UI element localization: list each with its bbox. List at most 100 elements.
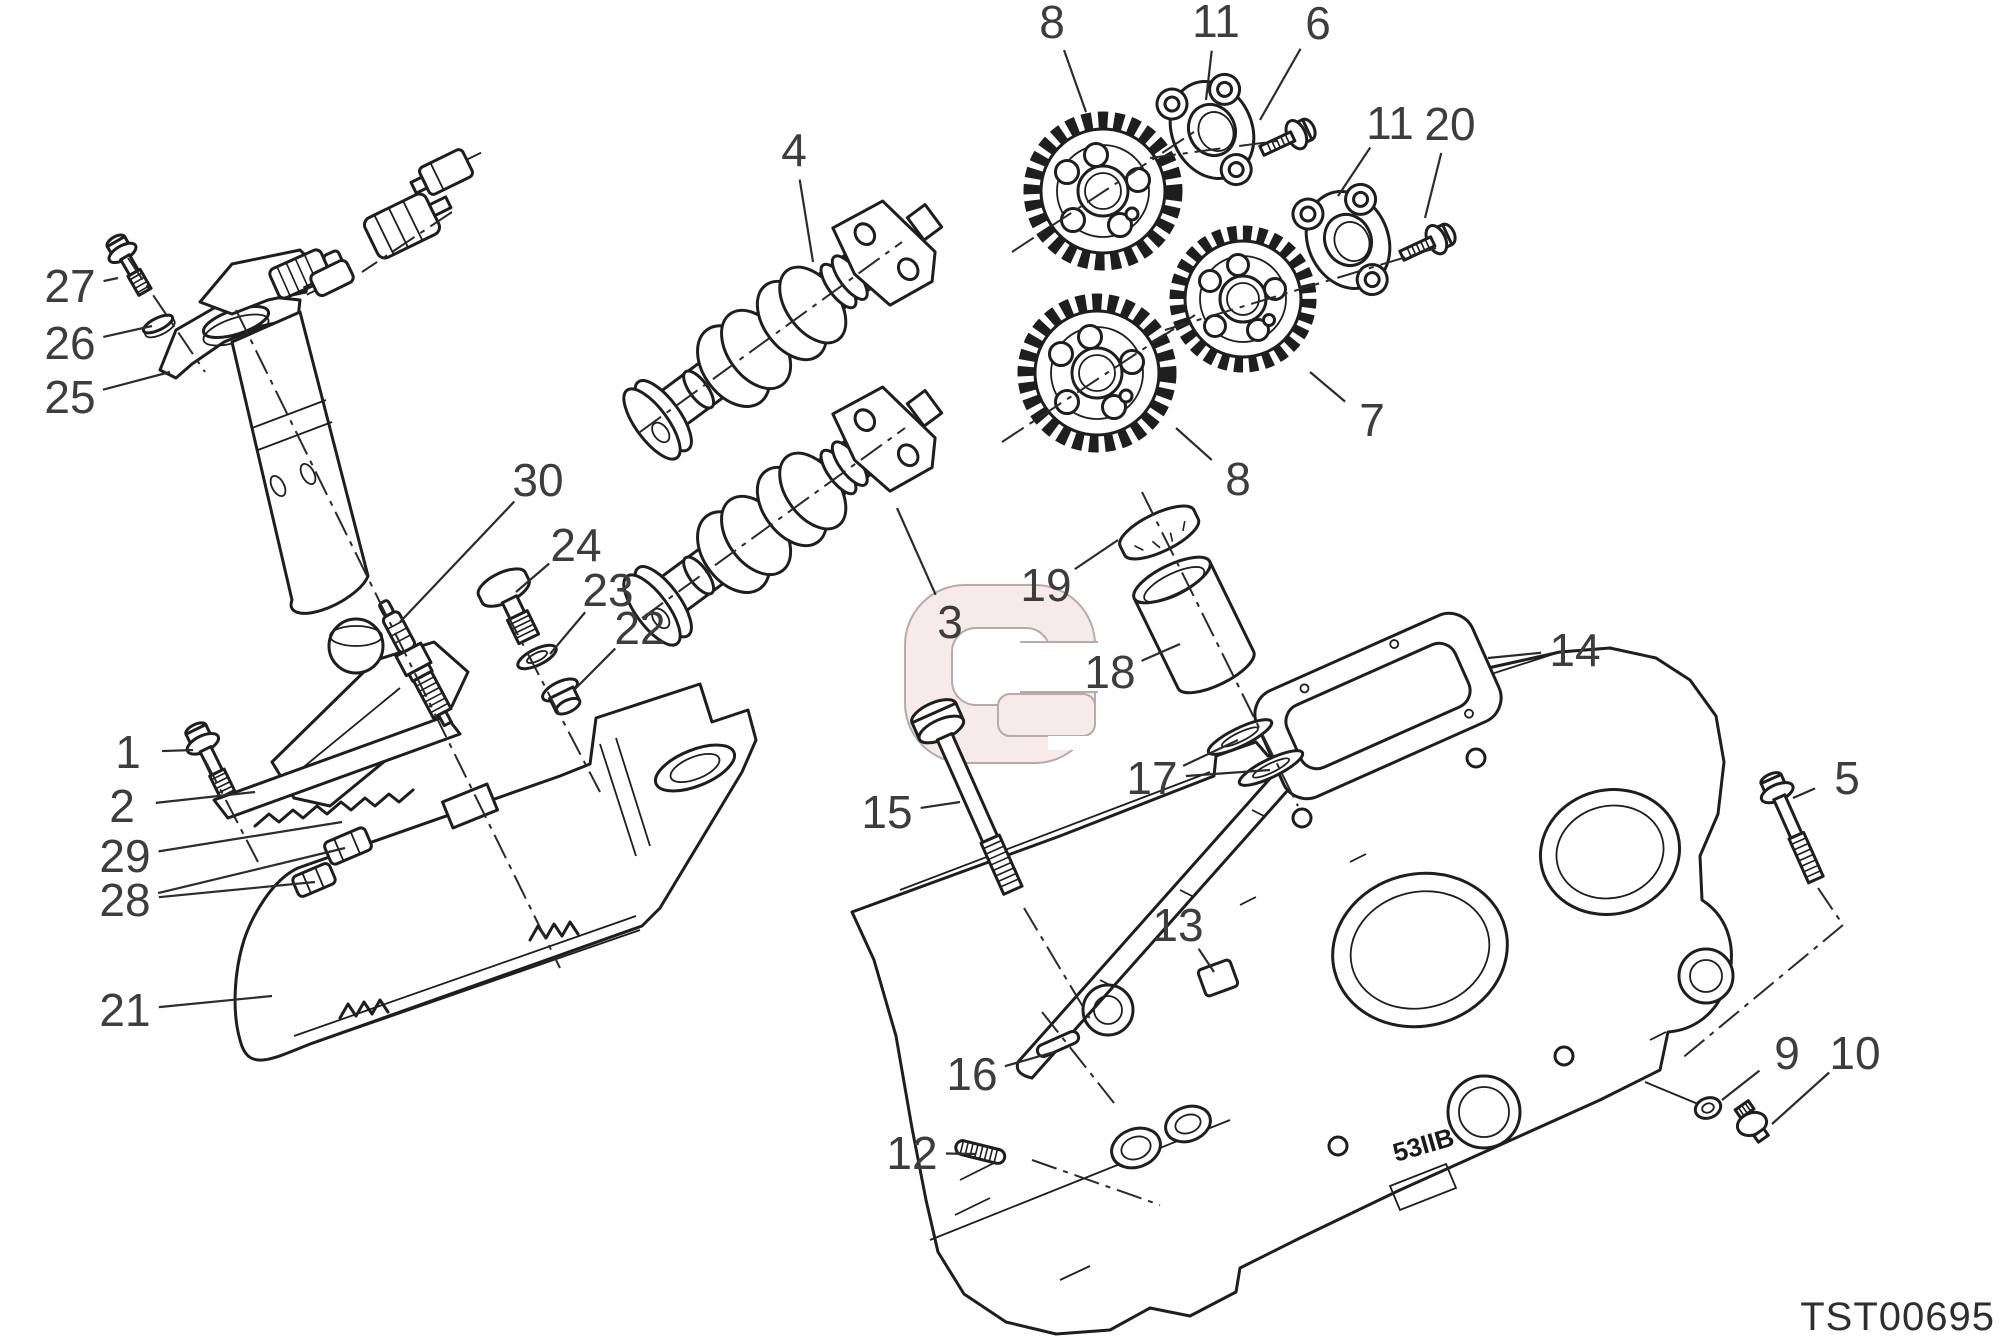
callout-leader-13 [1197, 948, 1215, 973]
shoulder-bolt [476, 567, 541, 646]
callout-leader-23 [549, 611, 587, 655]
callout-number-26: 26 [44, 317, 95, 369]
retainer-screw [1398, 222, 1457, 262]
callout-leader-5 [1792, 787, 1816, 800]
callout-leader-14 [1487, 651, 1542, 660]
retainer-screw [1258, 117, 1317, 157]
callout-number-12: 12 [886, 1127, 937, 1179]
callout-number-7: 7 [1359, 394, 1385, 446]
callout-number-21: 21 [99, 984, 150, 1036]
driven-gear [1169, 225, 1317, 373]
callout-number-19: 19 [1020, 559, 1071, 611]
spring-strip [253, 788, 415, 828]
callout-number-23: 23 [582, 564, 633, 616]
callout-leader-2 [155, 790, 256, 804]
coil-washer [141, 313, 176, 339]
callout-number-8: 8 [1225, 453, 1251, 505]
callout-leader-26 [103, 324, 153, 338]
callout-leader-28 [158, 880, 316, 899]
callout-leader-15 [920, 800, 961, 810]
callout-number-5: 5 [1834, 752, 1860, 804]
square-nut [1196, 958, 1240, 998]
gear-retainer-plate [1155, 72, 1256, 187]
callout-leader-29 [158, 820, 343, 853]
cover-bolt [184, 721, 237, 800]
callout-number-10: 10 [1829, 1027, 1880, 1079]
callout-number-11: 11 [1192, 0, 1240, 47]
leader-lines-layer [102, 48, 1830, 1156]
assembly-axis-line [204, 759, 259, 863]
assembly-axis-line [1031, 1159, 1161, 1206]
threaded-stud [954, 1139, 1007, 1165]
centerlines-layer [127, 127, 1844, 1206]
assembly-axis-line [1149, 139, 1285, 159]
callout-leader-22 [573, 647, 616, 691]
callout-number-18: 18 [1084, 646, 1135, 698]
callout-number-25: 25 [44, 371, 95, 423]
callout-number-30: 30 [512, 454, 563, 506]
temperature-sensor [1733, 1099, 1770, 1144]
coil-bolt [105, 233, 153, 297]
callout-leader-8 [1062, 49, 1088, 113]
assembly-axis-line [1023, 907, 1093, 1023]
callout-leader-6 [1259, 48, 1302, 121]
assembly-axis-line [1001, 314, 1196, 443]
callout-number-24: 24 [550, 519, 601, 571]
spacer-bush [541, 677, 582, 716]
rubber-pad [323, 826, 373, 866]
ignition-coil [158, 248, 370, 615]
assembly-axis-line [639, 241, 903, 433]
assembly-axis-line [235, 309, 561, 969]
head-stud-bolt [910, 698, 1024, 896]
callout-number-4: 4 [781, 124, 807, 176]
callout-leader-17 [1185, 768, 1271, 778]
callout-number-15: 15 [861, 786, 912, 838]
callout-number-16: 16 [946, 1048, 997, 1100]
callout-number-6: 6 [1305, 0, 1331, 49]
callout-number-17: 17 [1126, 752, 1177, 804]
flange-bolt [1759, 771, 1825, 885]
callout-leader-11 [1204, 50, 1213, 101]
valve-shim [1118, 504, 1201, 561]
callout-number-28: 28 [99, 874, 150, 926]
assembly-axis-line [1164, 247, 1437, 331]
timing-gear-upper [1023, 111, 1183, 271]
assembly-axis-line [1817, 887, 1844, 926]
callout-number-29: 29 [99, 830, 150, 882]
callout-leader-1 [161, 748, 194, 753]
assembly-axis-line [361, 211, 453, 273]
callout-leader-18 [1141, 642, 1181, 662]
callout-number-14: 14 [1549, 624, 1600, 676]
coil-connector [302, 148, 482, 298]
callout-leader-4 [798, 179, 815, 263]
cover-gasket-strip [212, 714, 462, 820]
cylinder-head: 53IIB [850, 646, 1735, 1336]
callout-number-22: 22 [614, 602, 665, 654]
callout-number-27: 27 [44, 260, 95, 312]
callout-leader-25 [102, 370, 171, 391]
callout-leader-10 [1771, 1071, 1830, 1125]
dowel-pin [1035, 1029, 1081, 1059]
callout-leader-19 [1074, 539, 1119, 571]
callout-leader-7 [1309, 371, 1346, 403]
callout-leader-24 [515, 562, 550, 593]
assembly-axis-line [505, 611, 601, 793]
assembly-axis-line [127, 257, 206, 373]
callout-number-1: 1 [115, 726, 141, 778]
assembly-axis-line [1041, 1011, 1119, 1109]
callout-number-2: 2 [109, 780, 135, 832]
timing-gear-lower [1017, 293, 1177, 453]
callout-number-3: 3 [937, 596, 963, 648]
drawing-code: TST00695 [1800, 1295, 1995, 1339]
spring-seat-washer [1237, 749, 1305, 787]
head-gasket [1015, 611, 1503, 1080]
sensor-washer [1693, 1096, 1723, 1120]
callout-leader-21 [158, 994, 273, 1009]
assembly-axis-line [641, 427, 906, 619]
spark-plug [378, 599, 453, 728]
callout-leader-28 [157, 846, 346, 895]
callout-number-11: 11 [1366, 97, 1414, 149]
callout-leader-12 [945, 1152, 977, 1156]
